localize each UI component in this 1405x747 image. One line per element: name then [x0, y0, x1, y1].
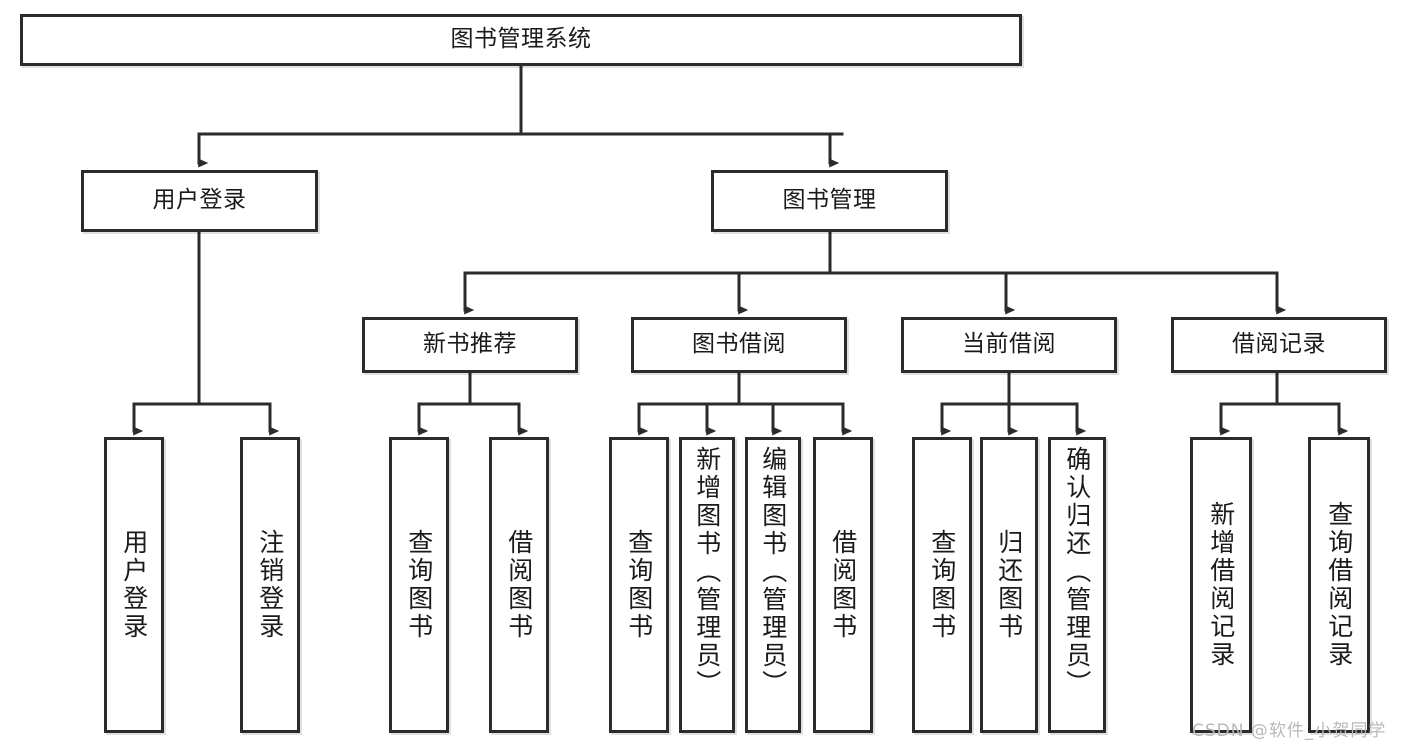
node-root[interactable]: 图书管理系统 [20, 14, 1022, 66]
node-leaf-add-book-label: 新增图书（管理员） [692, 446, 722, 698]
node-leaf-user-login-label: 用户登录 [119, 529, 149, 641]
node-book-borrow[interactable]: 图书借阅 [631, 317, 847, 373]
node-leaf-return-book-label: 归还图书 [994, 529, 1024, 641]
node-leaf-query-book-1-label: 查询图书 [404, 529, 434, 641]
node-root-label: 图书管理系统 [450, 26, 592, 53]
node-leaf-return-book[interactable]: 归还图书 [980, 437, 1038, 733]
node-leaf-logout[interactable]: 注销登录 [240, 437, 300, 733]
node-new-book-recommend[interactable]: 新书推荐 [362, 317, 578, 373]
node-leaf-borrow-book-1-label: 借阅图书 [504, 529, 534, 641]
node-leaf-logout-label: 注销登录 [255, 529, 285, 641]
node-user-login-label: 用户登录 [152, 187, 247, 214]
node-leaf-borrow-book-2[interactable]: 借阅图书 [813, 437, 873, 733]
node-leaf-borrow-book-1[interactable]: 借阅图书 [489, 437, 549, 733]
node-leaf-confirm-return-label: 确认归还（管理员） [1062, 446, 1092, 698]
node-leaf-query-book-2[interactable]: 查询图书 [609, 437, 669, 733]
node-book-borrow-label: 图书借阅 [692, 331, 786, 358]
node-leaf-query-book-3-label: 查询图书 [927, 529, 957, 641]
node-leaf-confirm-return[interactable]: 确认归还（管理员） [1048, 437, 1106, 733]
node-leaf-add-book[interactable]: 新增图书（管理员） [679, 437, 735, 733]
node-leaf-edit-book[interactable]: 编辑图书（管理员） [745, 437, 801, 733]
node-current-borrow-label: 当前借阅 [962, 331, 1056, 358]
node-borrow-record-label: 借阅记录 [1232, 331, 1326, 358]
node-leaf-query-book-3[interactable]: 查询图书 [912, 437, 972, 733]
node-leaf-user-login[interactable]: 用户登录 [104, 437, 164, 733]
node-leaf-query-record-label: 查询借阅记录 [1324, 501, 1354, 669]
node-leaf-query-book-1[interactable]: 查询图书 [389, 437, 449, 733]
node-new-book-recommend-label: 新书推荐 [423, 331, 517, 358]
node-leaf-query-book-2-label: 查询图书 [624, 529, 654, 641]
node-borrow-record[interactable]: 借阅记录 [1171, 317, 1387, 373]
node-leaf-add-record-label: 新增借阅记录 [1206, 501, 1236, 669]
node-book-management[interactable]: 图书管理 [711, 170, 948, 232]
node-leaf-borrow-book-2-label: 借阅图书 [828, 529, 858, 641]
node-leaf-edit-book-label: 编辑图书（管理员） [758, 446, 788, 698]
node-book-management-label: 图书管理 [782, 187, 877, 214]
node-user-login[interactable]: 用户登录 [81, 170, 318, 232]
node-current-borrow[interactable]: 当前借阅 [901, 317, 1117, 373]
node-leaf-query-record[interactable]: 查询借阅记录 [1308, 437, 1370, 733]
csdn-watermark: CSDN @软件_小贺同学 [1192, 721, 1387, 741]
node-leaf-add-record[interactable]: 新增借阅记录 [1190, 437, 1252, 733]
